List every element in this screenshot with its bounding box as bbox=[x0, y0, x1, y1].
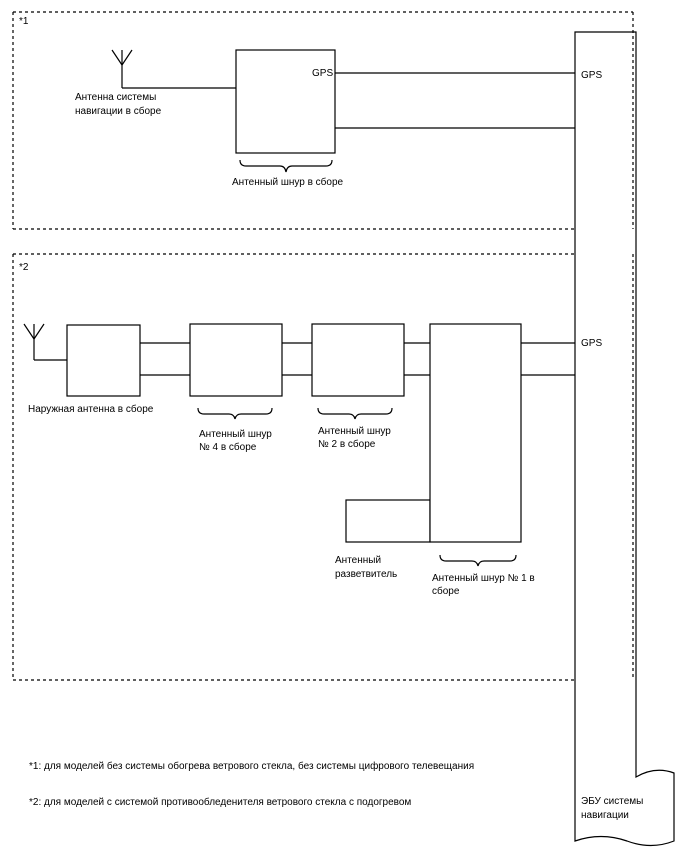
antenna-splitter-box bbox=[345, 499, 431, 543]
footnote-1: *1: для моделей без системы обогрева вет… bbox=[29, 760, 474, 772]
antenna-cord-1-label: Антенный шнур № 1 в сборе bbox=[432, 573, 538, 597]
navigation-ecu bbox=[574, 31, 675, 847]
outer-antenna-label: Наружная антенна в сборе bbox=[28, 403, 154, 415]
antenna-cord-2-label: Антенный шнур № 2 в сборе bbox=[318, 426, 394, 450]
cord-brace bbox=[239, 159, 333, 173]
outer-antenna-icon bbox=[23, 323, 45, 360]
antenna-cord-1-box bbox=[429, 323, 522, 543]
section-2-marker: *2 bbox=[19, 262, 29, 273]
footnote-2: *2: для моделей с системой противообледе… bbox=[29, 796, 411, 808]
ecu-gps-label-1: GPS bbox=[581, 70, 602, 81]
ecu-gps-label-2: GPS bbox=[581, 338, 602, 349]
antenna-splitter-label: Антенный разветвитель bbox=[335, 555, 397, 580]
ecu-label: ЭБУ системы навигации bbox=[581, 796, 646, 821]
cord-1-brace bbox=[439, 554, 517, 567]
section-1-marker: *1 bbox=[19, 16, 29, 27]
antenna-cord-label: Антенный шнур в сборе bbox=[232, 176, 344, 188]
antenna-cord-4-label: Антенный шнур № 4 в сборе bbox=[199, 429, 275, 453]
navigation-antenna-label: Антенна системы навигации в сборе bbox=[75, 92, 162, 117]
section-1-frame bbox=[12, 11, 634, 230]
gps-box-label: GPS bbox=[312, 68, 333, 79]
navigation-antenna-icon bbox=[111, 49, 133, 88]
antenna-cord-2-box bbox=[311, 323, 405, 397]
cord-4-brace bbox=[197, 407, 273, 420]
antenna-cord-4-box bbox=[189, 323, 283, 397]
outer-antenna-box bbox=[66, 324, 141, 397]
section-2-frame bbox=[12, 253, 634, 681]
cord-2-brace bbox=[317, 407, 393, 420]
antenna-cord-box bbox=[235, 49, 336, 154]
